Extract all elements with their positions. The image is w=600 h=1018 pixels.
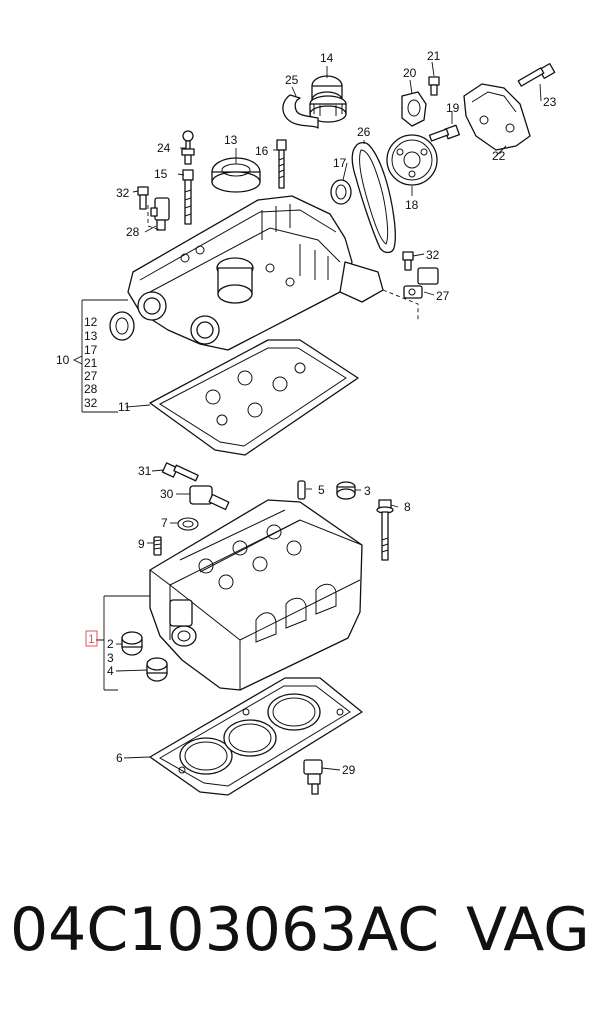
callout-17: 17 bbox=[333, 156, 347, 170]
callout-22: 22 bbox=[492, 149, 506, 163]
valve-30 bbox=[189, 485, 230, 511]
head-gasket bbox=[149, 677, 363, 796]
bracket-10-item: 21 bbox=[84, 356, 98, 370]
bracket-10-label: 10 bbox=[56, 353, 70, 367]
callout-28: 28 bbox=[126, 225, 140, 239]
cylinder-head bbox=[149, 499, 363, 691]
bracket-10-item: 12 bbox=[84, 315, 98, 329]
exploded-parts-diagram: 14 21 25 20 23 24 13 16 26 19 22 17 15 3… bbox=[56, 49, 557, 796]
bolt-32-left bbox=[137, 186, 149, 210]
callout-29: 29 bbox=[342, 763, 356, 777]
bolt-21 bbox=[428, 76, 440, 96]
housing-20 bbox=[401, 91, 427, 127]
bolt-23 bbox=[517, 63, 556, 87]
callout-7: 7 bbox=[161, 516, 168, 530]
callout-27: 27 bbox=[436, 289, 450, 303]
oil-cap-13 bbox=[211, 157, 261, 193]
callout-9: 9 bbox=[138, 537, 145, 551]
seal-17 bbox=[330, 179, 352, 205]
bolt-31 bbox=[161, 462, 199, 482]
bracket-group-10: 10 12 13 17 21 27 28 32 bbox=[56, 315, 98, 410]
callout-32: 32 bbox=[426, 248, 440, 262]
callout-4: 4 bbox=[107, 664, 114, 678]
sensor-29 bbox=[303, 759, 323, 795]
sensor-27 bbox=[403, 267, 439, 299]
callout-15: 15 bbox=[154, 167, 168, 181]
filler-cap-14 bbox=[309, 75, 347, 123]
bolt-19 bbox=[428, 124, 460, 142]
callout-14: 14 bbox=[320, 51, 334, 65]
bracket-1-item: 3 bbox=[107, 651, 114, 665]
cover-gasket bbox=[149, 339, 359, 456]
bolt-16 bbox=[276, 139, 287, 189]
leader-lines bbox=[72, 61, 542, 771]
gear-18 bbox=[386, 134, 438, 186]
sensor-28 bbox=[147, 197, 170, 231]
bracket-10-item: 32 bbox=[84, 396, 98, 410]
bolt-32-right bbox=[402, 251, 414, 271]
cylinder-head-cover bbox=[127, 195, 384, 351]
bracket-group-1: 1 3 bbox=[85, 630, 114, 665]
callout-3: 3 bbox=[364, 484, 371, 498]
cap-4 bbox=[146, 657, 168, 682]
callout-32: 32 bbox=[116, 186, 130, 200]
bracket-10-item: 17 bbox=[84, 343, 98, 357]
timing-cover-22 bbox=[463, 83, 531, 151]
callout-16: 16 bbox=[255, 144, 269, 158]
hose-25 bbox=[282, 94, 319, 129]
brand-name: VAG bbox=[466, 895, 590, 965]
bracket-1-label: 1 bbox=[88, 632, 95, 646]
callout-21: 21 bbox=[427, 49, 441, 63]
bracket-10-item: 28 bbox=[84, 382, 98, 396]
callout-8: 8 bbox=[404, 500, 411, 514]
seal-7 bbox=[177, 517, 199, 531]
callout-2: 2 bbox=[107, 637, 114, 651]
part-number: 04C103063AC bbox=[10, 895, 440, 965]
bracket-10-item: 13 bbox=[84, 329, 98, 343]
callout-13: 13 bbox=[224, 133, 238, 147]
sensor-guide-line bbox=[382, 289, 419, 320]
callout-18: 18 bbox=[405, 198, 419, 212]
callout-5: 5 bbox=[318, 483, 325, 497]
callout-6: 6 bbox=[116, 751, 123, 765]
callout-23: 23 bbox=[543, 95, 557, 109]
bolt-15 bbox=[182, 169, 194, 225]
stud-9 bbox=[153, 536, 162, 556]
belt-26 bbox=[351, 141, 396, 254]
callout-31: 31 bbox=[138, 464, 152, 478]
head-bolt-8 bbox=[376, 499, 394, 561]
callout-11: 11 bbox=[118, 400, 131, 414]
callout-labels: 14 21 25 20 23 24 13 16 26 19 22 17 15 3… bbox=[107, 49, 557, 777]
oil-seal-12 bbox=[109, 311, 135, 341]
pin-5 bbox=[297, 480, 306, 500]
cap-2 bbox=[121, 631, 143, 656]
callout-25: 25 bbox=[285, 73, 299, 87]
callout-19: 19 bbox=[446, 101, 460, 115]
highlight-box bbox=[85, 630, 98, 647]
stud-24 bbox=[181, 130, 195, 165]
bracket-10-item: 27 bbox=[84, 369, 98, 383]
callout-30: 30 bbox=[160, 487, 174, 501]
cap-3-top bbox=[336, 481, 356, 500]
callout-24: 24 bbox=[157, 141, 171, 155]
callout-20: 20 bbox=[403, 66, 417, 80]
callout-26: 26 bbox=[357, 125, 371, 139]
